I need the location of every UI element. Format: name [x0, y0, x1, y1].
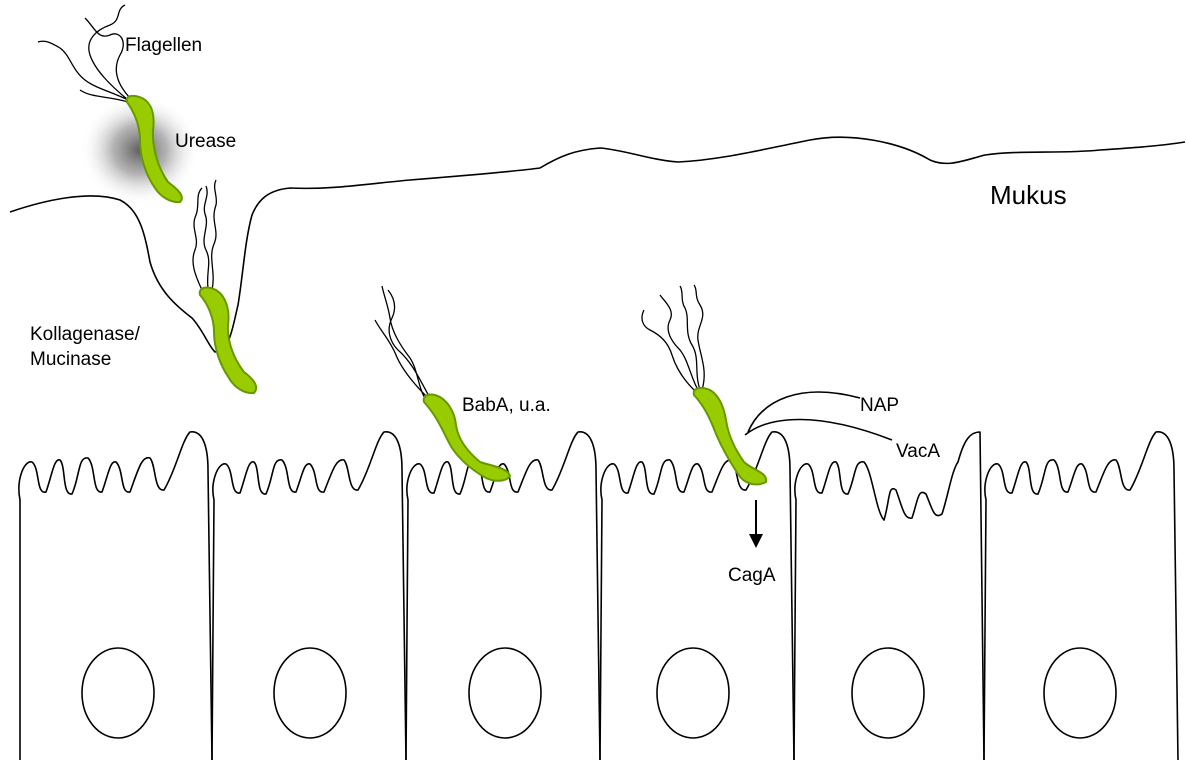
epithelial-cell-1	[19, 432, 212, 760]
flagellen-label: Flagellen	[125, 35, 202, 57]
nucleus-1	[82, 648, 154, 738]
nucleus-5	[852, 648, 924, 738]
epithelial-cell-5	[794, 432, 984, 760]
nucleus-2	[274, 648, 346, 738]
flagella-4	[642, 285, 704, 390]
bacterium-body-2	[200, 288, 256, 394]
bacterium-body-4	[694, 388, 766, 484]
epithelial-cell-6	[984, 432, 1178, 760]
caga-label: CagA	[728, 565, 776, 587]
flagella-1	[38, 5, 130, 102]
bacterium-4	[642, 285, 766, 484]
nucleus-3	[469, 648, 541, 738]
kollagenase-mucinase-label: Kollagenase/ Mucinase	[30, 322, 140, 372]
nucleus-4	[657, 648, 729, 738]
flagella-2	[193, 180, 216, 290]
caga-arrow	[749, 500, 763, 548]
epithelial-cell-2	[212, 432, 406, 760]
vaca-label: VacA	[896, 441, 940, 463]
baba-label: BabA, u.a.	[462, 395, 551, 417]
bacterium-3	[375, 286, 510, 481]
urease-label: Urease	[175, 131, 236, 153]
nucleus-6	[1044, 648, 1116, 738]
bacterium-2	[193, 180, 256, 393]
nap-line	[748, 392, 860, 432]
flagella-3	[375, 286, 430, 400]
nap-label: NAP	[860, 395, 899, 417]
mukus-label: Mukus	[990, 180, 1067, 211]
vaca-line	[745, 419, 892, 440]
